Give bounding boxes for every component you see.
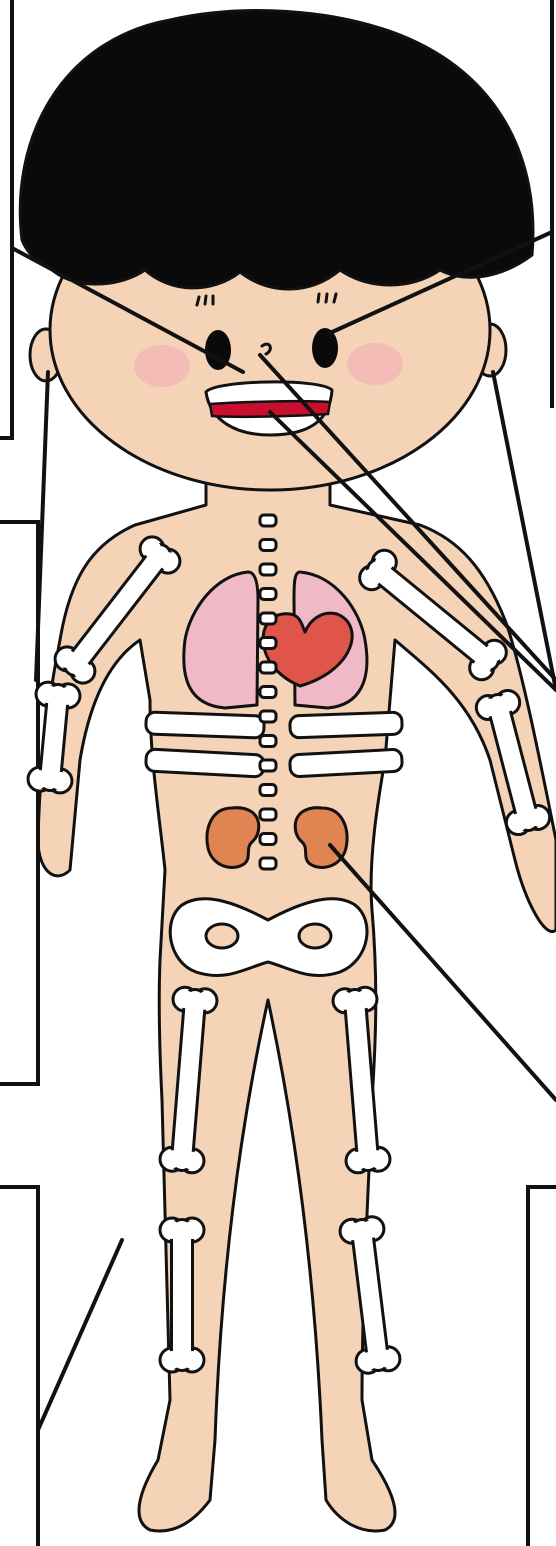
vertebra-icon: [260, 564, 276, 575]
rib-icon: [290, 749, 403, 777]
cheek-right: [347, 343, 403, 385]
vertebra-icon: [260, 834, 276, 845]
label-box-top-left: [0, 0, 12, 438]
vertebra-icon: [260, 711, 276, 722]
eye-icon: [312, 328, 338, 368]
label-box-bottom-left: [0, 1187, 38, 1546]
rib-icon: [290, 712, 403, 738]
cheek-left: [134, 345, 190, 387]
vertebra-icon: [260, 785, 276, 796]
vertebra-icon: [260, 515, 276, 526]
vertebra-icon: [260, 858, 276, 869]
vertebra-icon: [260, 687, 276, 698]
vertebra-icon: [260, 760, 276, 771]
rib-icon: [146, 749, 265, 777]
label-box-middle-left: [0, 522, 38, 1084]
hair-icon: [20, 11, 533, 289]
vertebra-icon: [260, 736, 276, 747]
vertebra-icon: [260, 662, 276, 673]
vertebra-icon: [260, 638, 276, 649]
pointer-line: [38, 1240, 122, 1430]
rib-icon: [146, 712, 265, 738]
spine: [260, 515, 276, 869]
vertebra-icon: [260, 540, 276, 551]
vertebra-icon: [260, 589, 276, 600]
label-box-bottom-right: [528, 1187, 556, 1546]
vertebra-icon: [260, 809, 276, 820]
vertebra-icon: [260, 613, 276, 624]
